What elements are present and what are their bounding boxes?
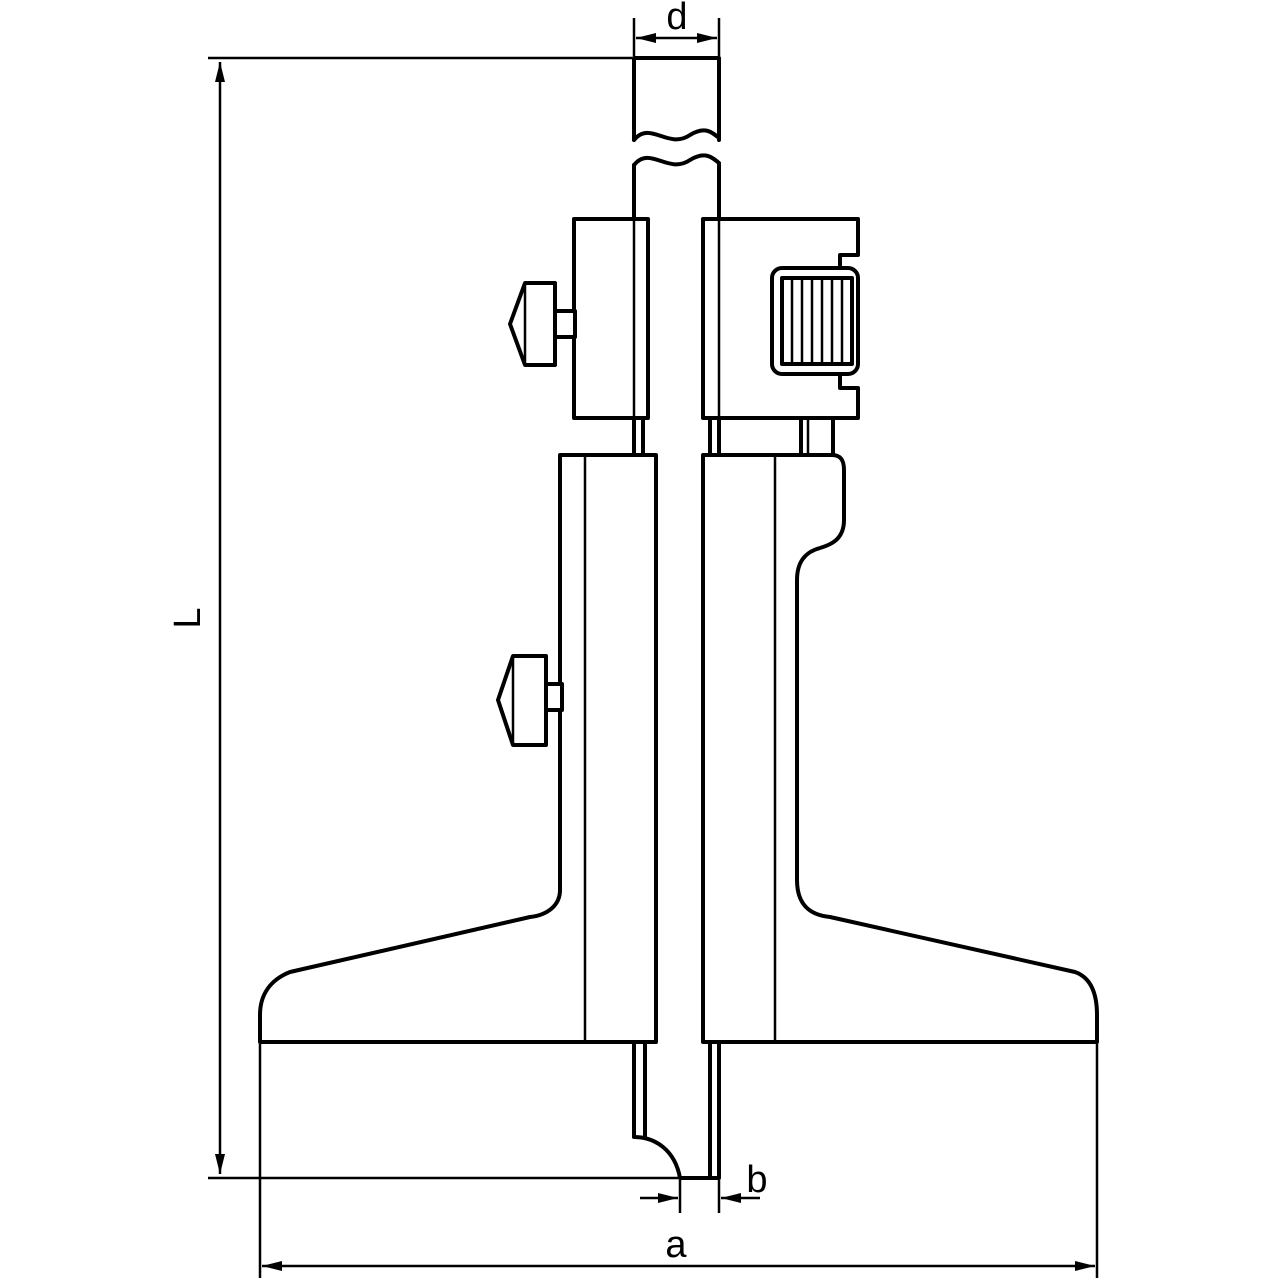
clamp-screw-upper (508, 281, 577, 367)
dimension-d-label: d (666, 0, 687, 38)
dimension-b-label: b (746, 1159, 767, 1201)
left-clamp-block (572, 217, 650, 420)
clamp-screw-lower (496, 654, 564, 747)
guide-pin (799, 416, 835, 457)
dimension-L-label: L (167, 607, 209, 628)
dimension-a: a (258, 1044, 1099, 1278)
base-body (258, 453, 1099, 1044)
dimension-L: L (167, 56, 717, 1180)
dimension-d: d (632, 0, 721, 56)
dimension-a-label: a (665, 1224, 687, 1266)
knurled-wheel-icon (770, 266, 860, 376)
dimension-b: b (640, 1159, 768, 1213)
rod (632, 56, 721, 1180)
